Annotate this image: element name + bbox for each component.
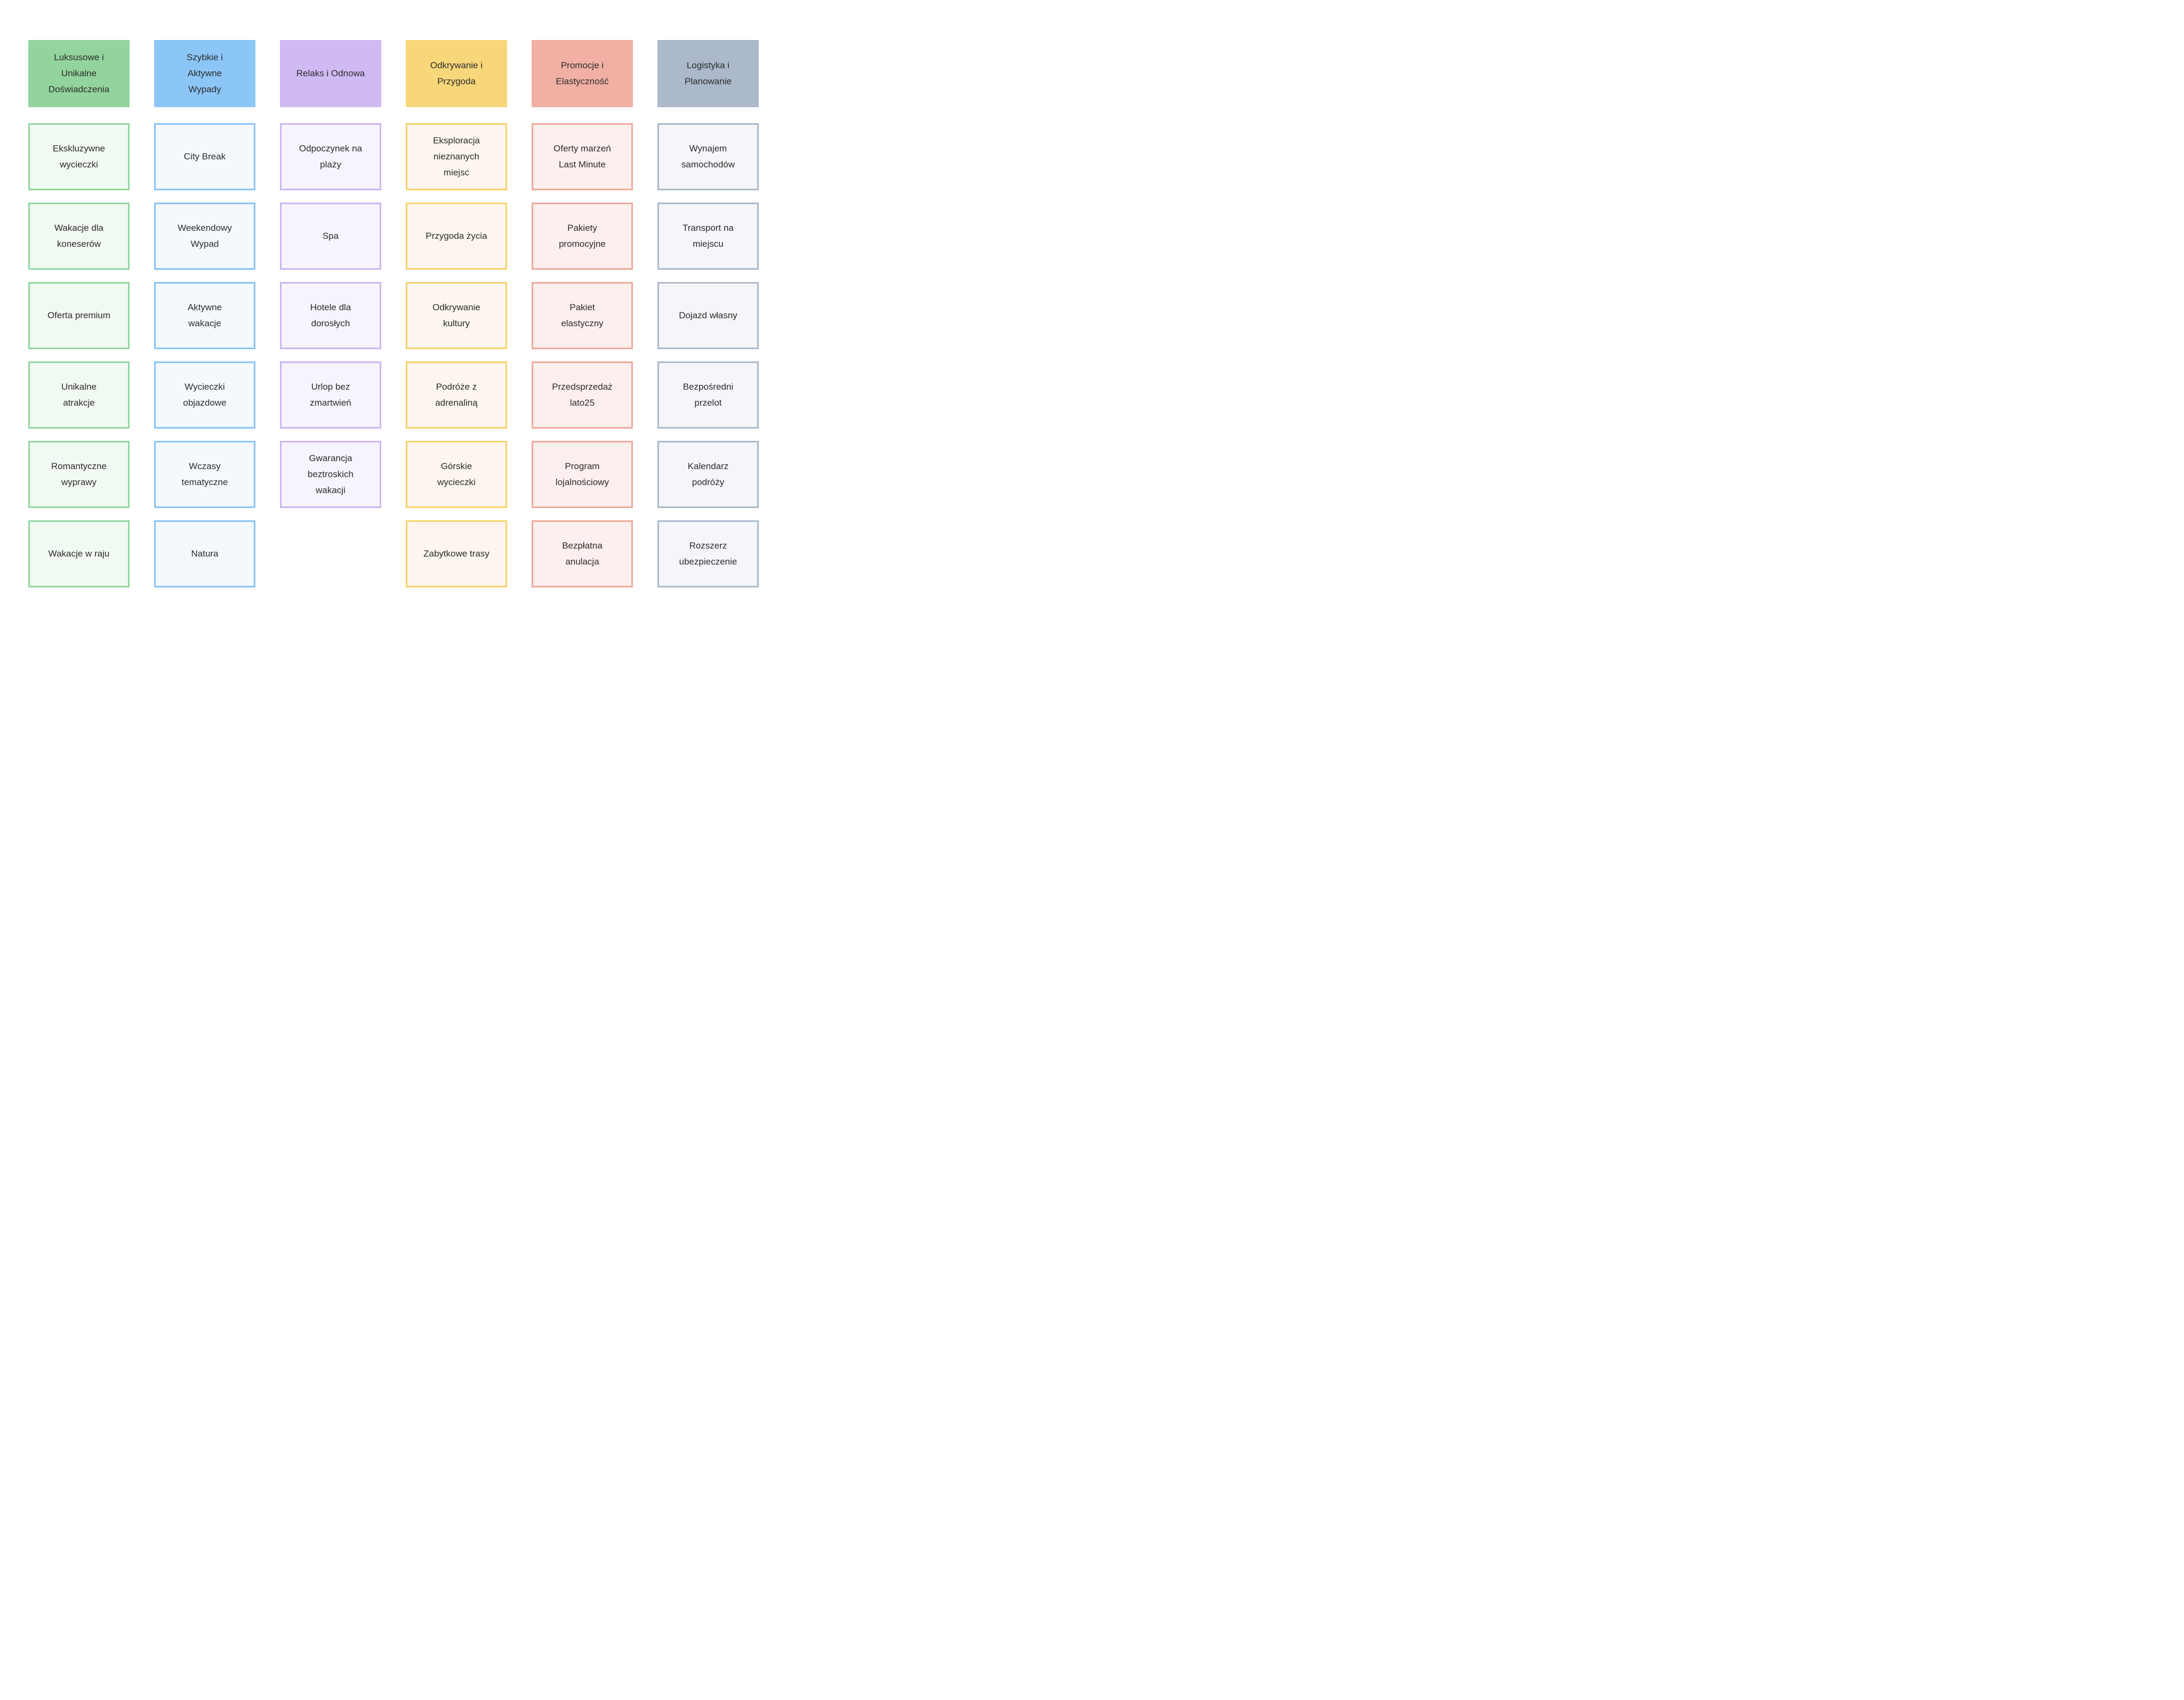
card[interactable]: Odkrywanie kultury [406,282,507,349]
card-label: Wakacje w raju [48,549,110,559]
card[interactable]: Przygoda życia [406,203,507,270]
card-label: Przygoda życia [425,231,487,241]
card-label: Oferty marzeń Last Minute [553,143,611,170]
card[interactable]: Kalendarz podróży [657,441,759,508]
card[interactable]: Oferty marzeń Last Minute [532,123,633,190]
card-label: Pakiety promocyjne [559,223,606,249]
column-header-line: Unikalne [61,68,97,78]
card[interactable]: Wczasy tematyczne [154,441,255,508]
card-label: Odkrywanie kultury [432,302,480,328]
card[interactable]: Górskie wycieczki [406,441,507,508]
card[interactable]: City Break [154,123,255,190]
card[interactable]: Wycieczki objazdowe [154,361,255,429]
column-header-line: Luksusowe i [54,52,104,62]
card[interactable]: Wynajem samochodów [657,123,759,190]
card-label: Oferta premium [47,310,111,320]
card-label: Podróże z adrenaliną [435,382,478,408]
card-label: Aktywne wakacje [187,302,222,328]
card-label: Gwarancja beztroskich wakacji [308,453,354,495]
card-label: Bezpłatna anulacja [562,541,603,567]
card-label: Wynajem samochodów [681,143,735,170]
card-label: Urlop bez zmartwień [310,382,351,408]
card-label: Natura [191,549,219,559]
card-label: Hotele dla dorosłych [310,302,351,328]
column-header-promocje-i-elastycznosc[interactable]: Promocje i Elastyczność [532,40,633,107]
column-header-relaks-i-odnowa[interactable]: Relaks i Odnowa [280,40,381,107]
card-label: Eksploracja nieznanych miejsc [433,135,480,178]
column-header-line: Przygoda [437,76,476,86]
card-label: Rozszerz ubezpieczenie [679,541,737,567]
card[interactable]: Weekendowy Wypad [154,203,255,270]
card[interactable]: Spa [280,203,381,270]
card-label: Odpoczynek na plaży [299,143,363,170]
card[interactable]: Dojazd własny [657,282,759,349]
column-header-line: Aktywne [187,68,222,78]
card-label: Dojazd własny [679,310,737,320]
card[interactable]: Hotele dla dorosłych [280,282,381,349]
card-label: Zabytkowe trasy [423,549,489,559]
column-header-line: Promocje i [560,60,604,70]
card[interactable]: Transport na miejscu [657,203,759,270]
card[interactable]: Rozszerz ubezpieczenie [657,520,759,587]
card-label: Górskie wycieczki [437,461,476,487]
column-header-line: Relaks i Odnowa [296,68,365,78]
column-header-line: Wypady [188,84,221,94]
card[interactable]: Eksploracja nieznanych miejsc [406,123,507,190]
card-label: Kalendarz podróży [687,461,729,487]
card[interactable]: Oferta premium [28,282,130,349]
card-label: Pakiet elastyczny [561,302,604,328]
column-header-line: Planowanie [685,76,732,86]
card[interactable]: Przedsprzedaż lato25 [532,361,633,429]
card-label: Wycieczki objazdowe [183,382,227,408]
card[interactable]: Wakacje w raju [28,520,130,587]
column-header-line: Doświadczenia [48,84,110,94]
card[interactable]: Natura [154,520,255,587]
column-header-line: Logistyka i [686,60,730,70]
card[interactable]: Podróże z adrenaliną [406,361,507,429]
card[interactable]: Zabytkowe trasy [406,520,507,587]
card-label: Przedsprzedaż lato25 [552,382,613,408]
card-label: Bezpośredni przelot [682,382,734,408]
card-label: Wczasy tematyczne [181,461,228,487]
card-label: City Break [183,151,226,162]
card[interactable]: Wakacje dla koneserów [28,203,130,270]
card-label: Romantyczne wyprawy [51,461,107,487]
card-label: Ekskluzywne wycieczki [52,143,106,170]
column-header-line: Szybkie i [186,52,223,62]
column-header-logistyka-i-planowanie[interactable]: Logistyka i Planowanie [657,40,759,107]
card[interactable]: Unikalne atrakcje [28,361,130,429]
card[interactable]: Urlop bez zmartwień [280,361,381,429]
card[interactable]: Bezpłatna anulacja [532,520,633,587]
card[interactable]: Ekskluzywne wycieczki [28,123,130,190]
card[interactable]: Odpoczynek na plaży [280,123,381,190]
card-label: Wakacje dla koneserów [54,223,103,249]
card[interactable]: Gwarancja beztroskich wakacji [280,441,381,508]
card[interactable]: Pakiety promocyjne [532,203,633,270]
column-header-line: Elastyczność [556,76,609,86]
card-label: Program lojalnościowy [555,461,609,487]
card[interactable]: Program lojalnościowy [532,441,633,508]
card[interactable]: Aktywne wakacje [154,282,255,349]
card-label: Spa [322,231,339,241]
card-label: Unikalne atrakcje [61,382,97,408]
card-label: Weekendowy Wypad [178,223,232,249]
column-header-odkrywanie-i-przygoda[interactable]: Odkrywanie i Przygoda [406,40,507,107]
card[interactable]: Bezpośredni przelot [657,361,759,429]
card[interactable]: Romantyczne wyprawy [28,441,130,508]
column-header-line: Odkrywanie i [430,60,483,70]
card-label: Transport na miejscu [682,223,734,249]
card[interactable]: Pakiet elastyczny [532,282,633,349]
